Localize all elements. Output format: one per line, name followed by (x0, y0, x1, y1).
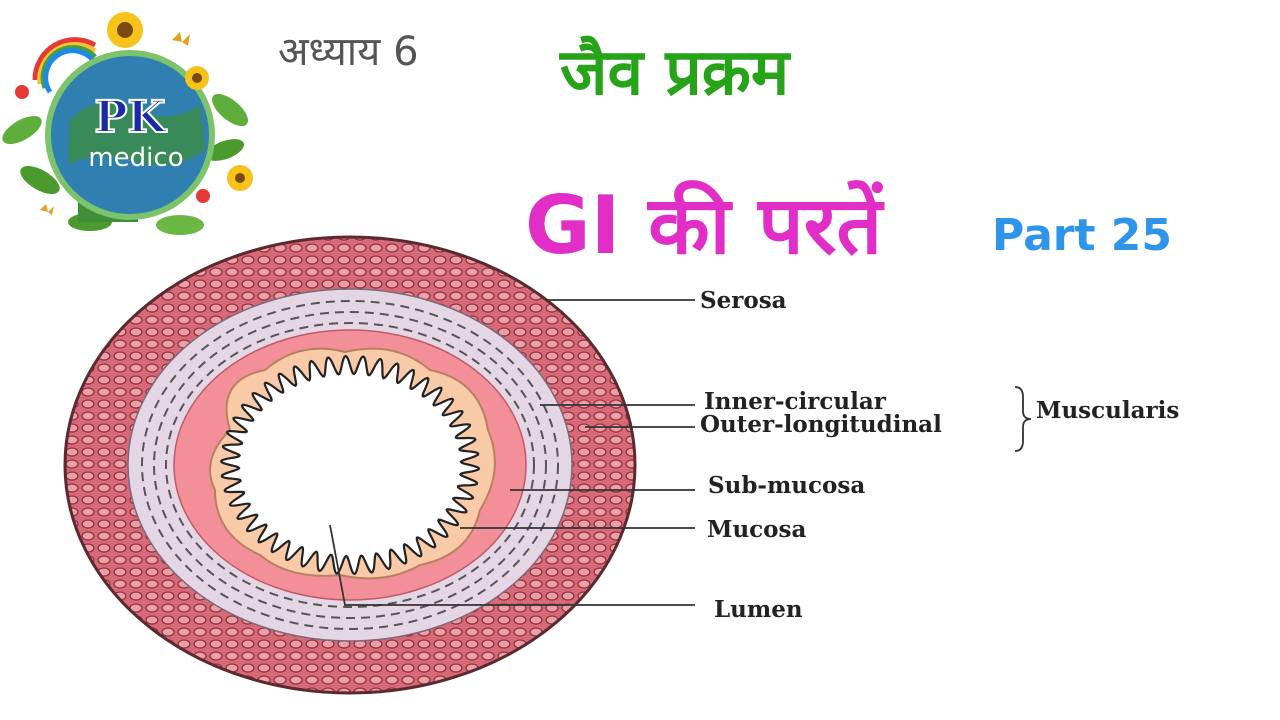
butterfly-icon (40, 32, 190, 215)
logo-wordmark: medico (88, 143, 183, 173)
pk-medico-logo: PK medico (2, 12, 253, 235)
serosa-label: Serosa (700, 287, 787, 314)
inner-circular-label: Inner-circular (704, 388, 887, 415)
logo-initials: PK (94, 92, 167, 143)
lumen-area (219, 354, 481, 576)
sub-mucosa-label: Sub-mucosa (708, 472, 865, 499)
part-badge: Part 25 (992, 210, 1173, 261)
chapter-label: अध्याय 6 (278, 29, 419, 75)
page-subtitle: GI की परतें (525, 179, 883, 272)
sunflower-icon (107, 12, 253, 191)
muscularis-label: Muscularis (1036, 397, 1179, 424)
rainbow-icon (32, 37, 98, 94)
mucosa-label: Mucosa (707, 516, 806, 543)
outer-longitudinal-label: Outer-longitudinal (700, 411, 942, 438)
gi-layers-diagram: Serosa Inner-circular Outer-longitudinal… (63, 235, 1179, 695)
lumen-label: Lumen (714, 596, 803, 623)
page-title: जैव प्रक्रम (560, 36, 790, 110)
leader-lines (329, 299, 1032, 606)
